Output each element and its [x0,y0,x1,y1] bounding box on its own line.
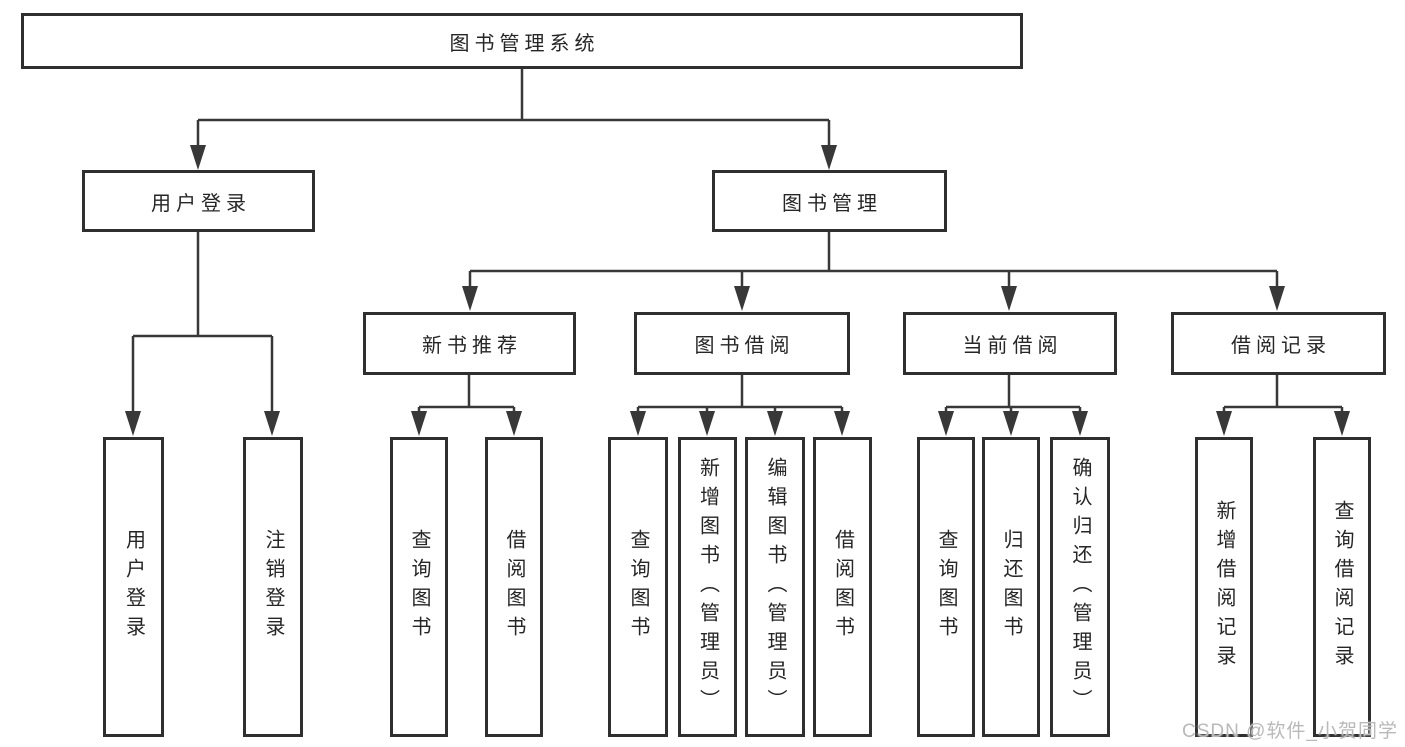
node-book-borrowing: 图书借阅 [634,312,850,375]
leaf-logout: 注销登录 [243,437,303,737]
node-label: 借阅记录 [1231,335,1331,357]
arrowhead [938,411,954,436]
arrowhead [734,286,750,311]
arrowhead [1216,411,1232,436]
leaf-user-login: 用户登录 [103,437,164,737]
leaf-return-book: 归还图书 [982,437,1040,737]
arrowhead [411,411,427,436]
leaf-confirm-return-admin: 确认归还（管理员） [1050,437,1110,737]
arrowhead [1334,411,1350,436]
node-label: 注销登录 [262,529,284,645]
node-label: 图书管理系统 [449,32,600,55]
node-label: 查询图书 [408,529,430,645]
arrowhead [1269,286,1285,311]
node-label: 用户登录 [122,529,145,645]
node-current-borrowing: 当前借阅 [903,312,1117,375]
leaf-add-book-admin: 新增图书（管理员） [678,437,737,737]
arrowhead [834,411,850,436]
node-label: 借阅图书 [503,529,525,645]
node-label: 查询图书 [935,529,957,645]
node-label: 新书推荐 [422,335,522,357]
node-borrowing-records: 借阅记录 [1171,312,1386,375]
connector-bb-to-leaves [636,375,844,416]
arrowhead [190,145,206,170]
arrowhead [125,411,141,436]
arrowhead [1003,411,1019,436]
arrowhead [821,145,837,170]
leaf-query-book-recommend: 查询图书 [390,437,448,737]
node-label: 确认归还（管理员） [1069,456,1091,718]
connector-login-to-leaves [131,232,274,414]
node-label: 查询借阅记录 [1331,500,1353,674]
node-label: 当前借阅 [962,335,1063,357]
connector-br-to-leaves [1222,375,1344,416]
arrowhead [767,411,783,436]
node-label: 图书借阅 [694,335,795,357]
csdn-watermark: CSDN @软件_小贺同学 [1182,721,1398,742]
connector-cb-to-leaves [944,375,1082,416]
arrowhead [1072,411,1088,436]
arrowhead [1001,286,1017,311]
leaf-edit-book-admin: 编辑图书（管理员） [745,437,805,737]
leaf-query-borrow-record: 查询借阅记录 [1313,437,1371,737]
leaf-query-book-current: 查询图书 [917,437,975,737]
node-system-root: 图书管理系统 [21,13,1023,69]
leaf-add-borrow-record: 新增借阅记录 [1195,437,1253,737]
arrowhead [699,411,715,436]
arrowhead [264,411,280,436]
arrowhead [630,411,646,436]
node-label: 图书管理 [782,192,882,215]
node-book-management: 图书管理 [712,170,947,232]
leaf-borrow-book: 借阅图书 [813,437,872,737]
arrowhead [506,411,522,436]
node-user-login: 用户登录 [82,170,315,232]
node-label: 查询图书 [627,529,649,645]
leaf-query-book-borrowing: 查询图书 [608,437,668,737]
node-new-book-recommendation: 新书推荐 [363,312,576,375]
node-label: 新增图书（管理员） [696,456,719,718]
connector-mgmt-to-level3 [468,232,1279,289]
node-label: 新增借阅记录 [1213,500,1235,674]
arrowhead [462,286,478,311]
node-label: 编辑图书（管理员） [764,456,786,718]
connector-nb-to-leaves [417,375,516,416]
connector-root-to-level2 [196,69,831,148]
node-label: 借阅图书 [831,529,854,645]
node-label: 归还图书 [1000,529,1022,645]
leaf-borrow-book-recommend: 借阅图书 [485,437,543,737]
node-label: 用户登录 [151,192,251,215]
